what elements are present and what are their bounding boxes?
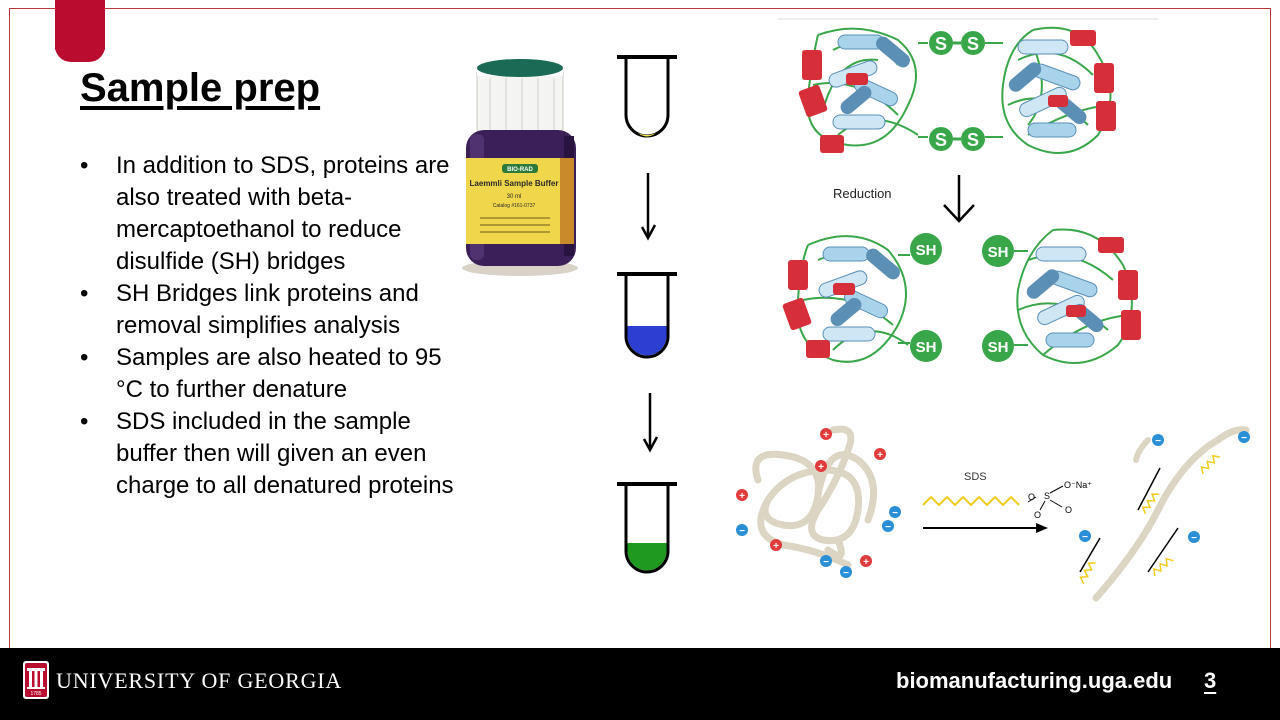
charge-minus: − bbox=[820, 555, 832, 568]
university-name: UNIVERSITY OF GEORGIA bbox=[56, 668, 343, 693]
disulfide-bridge-top: S S bbox=[929, 31, 985, 55]
bullet-item: Samples are also heated to 95 °C to furt… bbox=[80, 342, 470, 406]
svg-text:+: + bbox=[823, 430, 829, 441]
charge-plus: + bbox=[860, 555, 872, 568]
thiol-group: SH bbox=[910, 330, 942, 362]
svg-text:O: O bbox=[1028, 492, 1035, 502]
protein-bottom-right bbox=[1014, 228, 1141, 364]
disulfide-bridge-bottom: S S bbox=[929, 127, 985, 151]
svg-text:O: O bbox=[1034, 510, 1041, 520]
bottle-brand-text: BIO-RAD bbox=[507, 167, 533, 173]
svg-text:−: − bbox=[823, 557, 829, 568]
charge-plus: + bbox=[874, 448, 886, 461]
uga-red-tab bbox=[55, 0, 105, 62]
svg-text:+: + bbox=[877, 450, 883, 461]
svg-text:SH: SH bbox=[988, 339, 1009, 356]
protein-top-right bbox=[1001, 26, 1116, 154]
svg-text:S: S bbox=[1044, 491, 1050, 501]
thiol-group: SH bbox=[982, 235, 1014, 267]
sds-denaturation-diagram: + + + + + + − − − − − SDS O S O⁻Na⁺ O O … bbox=[736, 425, 1250, 602]
bullet-item: In addition to SDS, proteins are also tr… bbox=[80, 150, 470, 278]
svg-text:+: + bbox=[818, 462, 824, 473]
charge-minus: − bbox=[736, 524, 748, 537]
svg-text:−: − bbox=[843, 568, 849, 579]
svg-text:−: − bbox=[1241, 433, 1247, 444]
thiol-group: SH bbox=[910, 233, 942, 265]
charge-minus: − bbox=[1152, 434, 1164, 447]
svg-text:SH: SH bbox=[916, 339, 937, 356]
svg-text:−: − bbox=[1082, 532, 1088, 543]
svg-text:S: S bbox=[935, 130, 947, 150]
tube-3 bbox=[617, 482, 677, 574]
svg-text:SH: SH bbox=[988, 244, 1009, 261]
bullet-item: SH Bridges link proteins and removal sim… bbox=[80, 278, 470, 342]
bottle-product-text: Laemmli Sample Buffer bbox=[470, 179, 559, 188]
charge-minus: − bbox=[840, 566, 852, 579]
bottle-catalog-text: Catalog #161-0737 bbox=[493, 203, 536, 209]
charge-plus: + bbox=[736, 489, 748, 502]
page-number: 3 bbox=[1204, 668, 1217, 693]
bullet-item: SDS included in the sample buffer then w… bbox=[80, 406, 470, 502]
charge-minus: − bbox=[1238, 431, 1250, 444]
thiol-group: SH bbox=[982, 330, 1014, 362]
laemmli-buffer-bottle-image: BIO-RAD Laemmli Sample Buffer 30 ml Cata… bbox=[462, 59, 578, 276]
tube-sequence bbox=[617, 55, 677, 574]
svg-text:−: − bbox=[739, 526, 745, 537]
svg-text:+: + bbox=[773, 541, 779, 552]
svg-text:−: − bbox=[892, 508, 898, 519]
bottle-volume-text: 30 ml bbox=[507, 194, 522, 200]
seal-year-text: 1785 bbox=[30, 691, 41, 697]
svg-text:−: − bbox=[885, 522, 891, 533]
charge-plus: + bbox=[820, 428, 832, 441]
protein-reduction-diagram: S S S S Reduction SH SH bbox=[778, 18, 1158, 364]
svg-text:−: − bbox=[1191, 533, 1197, 544]
footer-bar: 1785 UNIVERSITY OF GEORGIA biomanufactur… bbox=[0, 648, 1280, 720]
reduction-label: Reduction bbox=[833, 186, 892, 201]
charge-plus: + bbox=[770, 539, 782, 552]
charge-plus: + bbox=[815, 460, 827, 473]
charge-minus: − bbox=[882, 520, 894, 533]
svg-text:SH: SH bbox=[916, 242, 937, 259]
sds-label: SDS bbox=[964, 471, 987, 483]
svg-text:S: S bbox=[967, 34, 979, 54]
svg-text:S: S bbox=[935, 34, 947, 54]
tube-2 bbox=[617, 272, 677, 359]
svg-text:+: + bbox=[739, 491, 745, 502]
protein-top-left bbox=[798, 27, 919, 153]
slide-title: Sample prep bbox=[80, 66, 321, 110]
svg-text:O: O bbox=[1065, 505, 1072, 515]
svg-text:+: + bbox=[863, 557, 869, 568]
website-link[interactable]: biomanufacturing.uga.edu bbox=[896, 668, 1173, 693]
charge-minus: − bbox=[1188, 531, 1200, 544]
svg-text:O⁻Na⁺: O⁻Na⁺ bbox=[1064, 480, 1092, 490]
charge-minus: − bbox=[1079, 530, 1091, 543]
uga-arch-logo-icon: 1785 bbox=[23, 661, 49, 699]
bullet-list: In addition to SDS, proteins are also tr… bbox=[80, 150, 470, 502]
charge-minus: − bbox=[889, 506, 901, 519]
protein-bottom-left bbox=[782, 235, 910, 363]
tube-1 bbox=[617, 55, 677, 138]
svg-text:−: − bbox=[1155, 436, 1161, 447]
svg-text:S: S bbox=[967, 130, 979, 150]
